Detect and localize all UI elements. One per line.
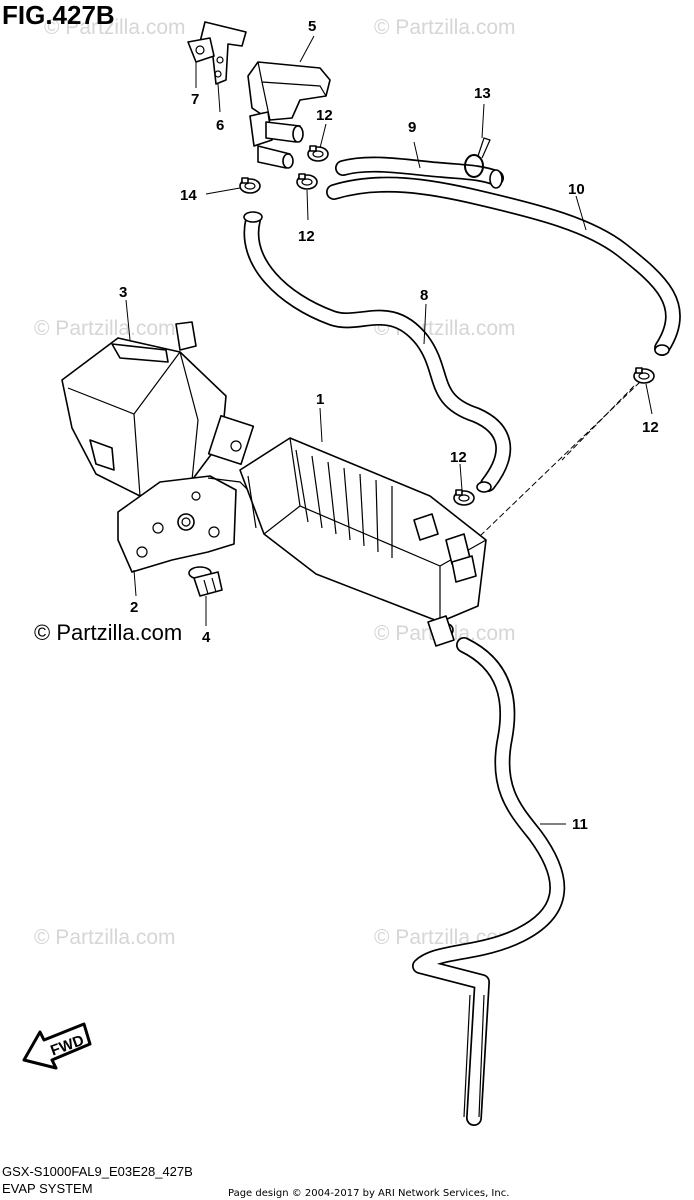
part-7-grommet[interactable]	[187, 37, 215, 63]
callout-7: 7	[191, 91, 199, 108]
callout-4: 4	[202, 629, 211, 646]
part-12-clamp[interactable]	[633, 367, 655, 384]
section-name: EVAP SYSTEM	[2, 1181, 93, 1196]
part-10-hose[interactable]	[326, 176, 681, 356]
fwd-arrow-icon: FWD	[22, 1022, 92, 1070]
callout-2: 2	[130, 599, 138, 616]
watermark: © Partzilla.com	[34, 317, 176, 340]
part-12-clamp[interactable]	[307, 145, 329, 162]
part-13-ring-clamp[interactable]	[464, 137, 491, 178]
part-11-drain-hose[interactable]	[412, 637, 566, 1126]
part-1-evap-canister[interactable]	[239, 437, 487, 647]
copyright: Page design © 2004-2017 by ARI Network S…	[228, 1188, 509, 1199]
callout-13: 13	[474, 85, 491, 102]
watermark: © Partzilla.com	[374, 16, 516, 39]
watermark: © Partzilla.com	[34, 926, 176, 949]
part-2-canister-bracket[interactable]	[117, 475, 263, 573]
part-14-clamp[interactable]	[239, 177, 261, 194]
callout-12: 12	[450, 449, 467, 466]
part-3-canister-cover[interactable]	[61, 321, 255, 497]
part-5-purge-valve[interactable]	[247, 61, 331, 169]
callout-14: 14	[180, 187, 197, 204]
part-4-bolt[interactable]	[188, 566, 223, 597]
callout-11: 11	[572, 816, 588, 833]
callout-9: 9	[408, 119, 416, 136]
figure-title: FIG.427B	[2, 0, 115, 30]
callout-6: 6	[216, 117, 224, 134]
watermark-dark: © Partzilla.com	[34, 620, 182, 645]
callout-5: 5	[308, 18, 316, 35]
model-code: GSX-S1000FAL9_E03E28_427B	[2, 1164, 193, 1179]
callout-10: 10	[568, 181, 585, 198]
part-12-clamp[interactable]	[296, 173, 318, 190]
callout-1: 1	[316, 391, 324, 408]
leader-lines	[125, 35, 653, 825]
part-8-hose[interactable]	[243, 211, 512, 493]
part-9-hose[interactable]	[335, 156, 504, 189]
callout-8: 8	[420, 287, 428, 304]
callout-12: 12	[642, 419, 659, 436]
callouts: 5 7 6 12 13 9 10 14 12 3 8 1 12 12 2 4 1…	[119, 18, 659, 833]
callout-3: 3	[119, 284, 127, 301]
part-12-clamp[interactable]	[453, 489, 475, 506]
callout-12: 12	[316, 107, 333, 124]
watermark: © Partzilla.com	[44, 16, 186, 39]
callout-12: 12	[298, 228, 315, 245]
